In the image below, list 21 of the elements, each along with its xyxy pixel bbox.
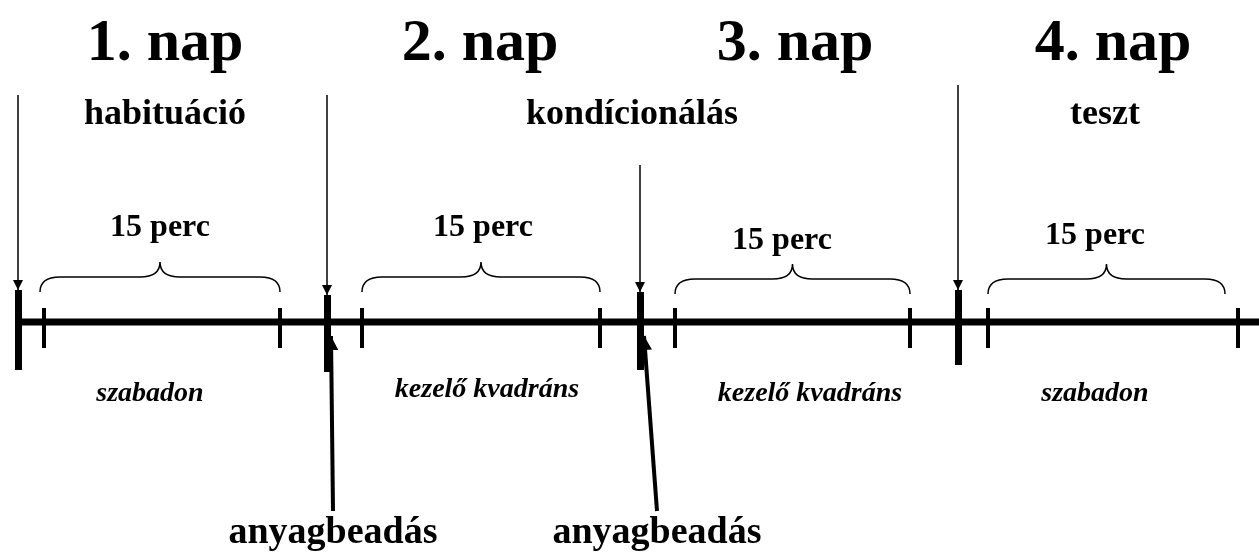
annotation-text: anyagbeadás [552,511,762,549]
arrow [13,94,23,291]
condition-label: kezelő kvadráns [717,378,903,406]
duration-label: 15 perc [433,209,533,241]
timeline-marker [954,290,962,365]
timeline-marker [323,295,331,372]
arrow [635,164,645,293]
duration-label: 15 perc [732,222,832,254]
timeline-marker [636,292,644,370]
arrow [953,84,963,291]
timeline-marker [14,290,22,370]
annotation-text: anyagbeadás [228,511,438,549]
condition-label: szabadon [96,378,204,406]
phase-label: habituáció [84,94,246,130]
duration-label: 15 perc [110,209,210,241]
phase-label: kondícionálás [525,94,739,130]
arrow [322,94,332,296]
condition-label: kezelő kvadráns [394,374,580,402]
phase-label: teszt [1070,94,1140,130]
duration-label: 15 perc [1045,217,1145,249]
condition-label: szabadon [1041,378,1149,406]
